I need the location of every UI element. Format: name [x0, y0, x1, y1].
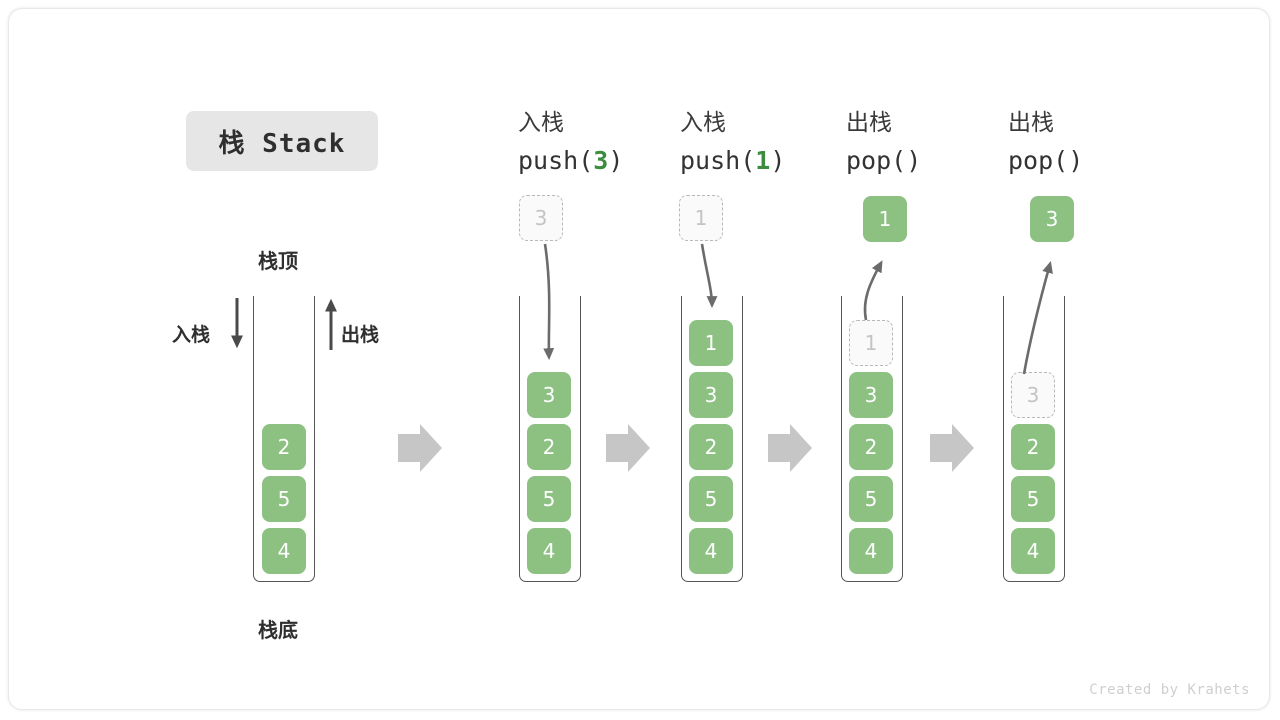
- stack-cell: 4: [527, 528, 571, 574]
- code-prefix: push(: [680, 146, 756, 175]
- stack-cell: 1: [689, 320, 733, 366]
- step-title-cn: 入栈: [680, 110, 726, 136]
- step-title-cn: 出栈: [846, 110, 892, 136]
- code-suffix: ): [1068, 146, 1084, 175]
- stack-cell: 3: [527, 372, 571, 418]
- floating-ghost-cell: 1: [679, 195, 723, 241]
- stack-cell: 5: [527, 476, 571, 522]
- stack-cell: 4: [849, 528, 893, 574]
- stack-bottom-label: 栈底: [258, 618, 298, 642]
- stack-cell: 5: [1011, 476, 1055, 522]
- stack-container-pop-3: [1003, 296, 1065, 582]
- stack-cell: 3: [849, 372, 893, 418]
- floating-popped-cell: 3: [1030, 196, 1074, 242]
- step-title-cn: 入栈: [518, 110, 564, 136]
- credit-text: Created by Krahets: [1089, 682, 1250, 698]
- stack-cell-ghost: 1: [849, 320, 893, 366]
- step-code: pop(): [1008, 142, 1178, 180]
- stack-cell: 4: [1011, 528, 1055, 574]
- step-code: push(1): [680, 142, 850, 180]
- left-stack-container: [253, 296, 315, 582]
- title-badge: 栈 Stack: [186, 111, 378, 171]
- stack-cell: 3: [689, 372, 733, 418]
- code-prefix: pop(: [1008, 146, 1069, 175]
- stack-cell: 5: [689, 476, 733, 522]
- left-pop-label: 出栈: [341, 324, 380, 346]
- left-push-label: 入栈: [172, 324, 211, 346]
- step-header-pop-3: 出栈 pop(): [1008, 104, 1178, 180]
- stack-cell: 2: [1011, 424, 1055, 470]
- step-code: pop(): [846, 142, 1016, 180]
- code-suffix: ): [770, 146, 786, 175]
- code-arg: 3: [593, 146, 609, 175]
- step-header-push-1: 入栈 push(1): [680, 104, 850, 180]
- stack-container-push-3: [519, 296, 581, 582]
- stack-cell: 4: [262, 528, 306, 574]
- step-header-pop-1: 出栈 pop(): [846, 104, 1016, 180]
- code-suffix: ): [906, 146, 922, 175]
- stack-cell-ghost: 3: [1011, 372, 1055, 418]
- step-code: push(3): [518, 142, 688, 180]
- step-header-push-3: 入栈 push(3): [518, 104, 688, 180]
- stack-cell: 2: [262, 424, 306, 470]
- code-arg: 1: [755, 146, 771, 175]
- floating-popped-cell: 1: [863, 196, 907, 242]
- code-prefix: push(: [518, 146, 594, 175]
- stack-top-label: 栈顶: [258, 249, 298, 273]
- stack-cell: 5: [262, 476, 306, 522]
- code-suffix: ): [608, 146, 624, 175]
- code-prefix: pop(: [846, 146, 907, 175]
- stack-cell: 2: [689, 424, 733, 470]
- stack-cell: 2: [849, 424, 893, 470]
- stack-container-push-1: [681, 296, 743, 582]
- floating-ghost-cell: 3: [519, 195, 563, 241]
- stack-container-pop-1: [841, 296, 903, 582]
- stack-cell: 4: [689, 528, 733, 574]
- stack-cell: 5: [849, 476, 893, 522]
- stack-cell: 2: [527, 424, 571, 470]
- step-title-cn: 出栈: [1008, 110, 1054, 136]
